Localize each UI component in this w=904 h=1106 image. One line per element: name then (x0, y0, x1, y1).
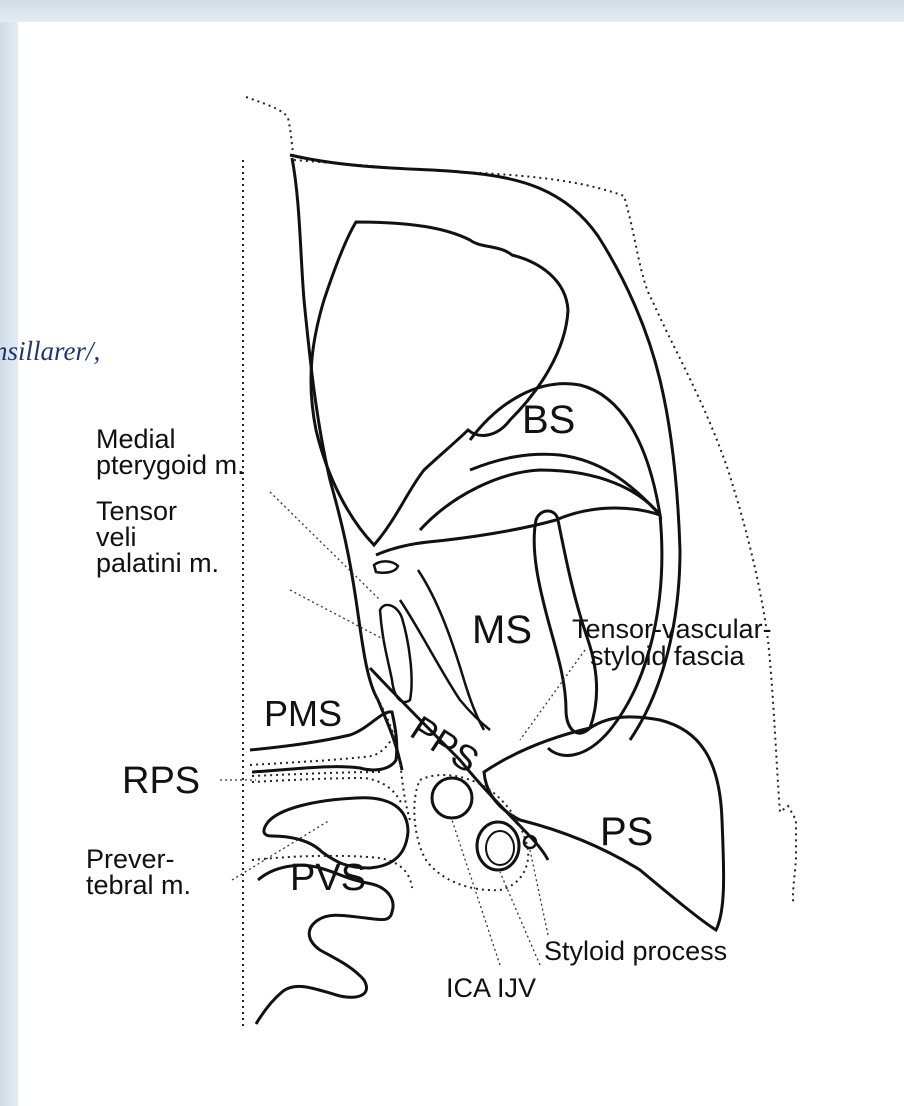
label-tvs-line2: styloid fascia (590, 641, 746, 671)
label-tvs-line1: Tensor-vascular- (572, 614, 772, 644)
label-rps: RPS (122, 760, 200, 802)
tensor-veli-palatini-muscle (380, 605, 412, 702)
label-pms: PMS (264, 693, 342, 734)
label-ps: PS (600, 810, 653, 854)
tensor-veli-palatini-outline (374, 561, 398, 572)
leader-styloid (530, 850, 548, 935)
label-prevertebral-line2: tebral m. (86, 870, 191, 900)
label-ica-ijv: ICA IJV (446, 973, 536, 1003)
label-pps: PPS (404, 707, 487, 781)
label-ms: MS (472, 608, 532, 652)
internal-jugular-vein-inner (486, 831, 514, 865)
buccal-lower-edge (420, 470, 660, 530)
internal-jugular-vein (477, 822, 519, 870)
leader-medial-pterygoid (270, 492, 380, 600)
leader-ijv (500, 872, 540, 965)
label-medial-line2: pterygoid m. (96, 450, 245, 480)
label-pvs: PVS (290, 857, 366, 899)
label-tensor-line3: palatini m. (96, 548, 219, 578)
leader-tensor-veli (290, 590, 385, 640)
internal-carotid-artery (432, 778, 472, 818)
leader-tvs-fascia (520, 650, 585, 740)
outer-fascia-dotted-contour (246, 97, 796, 905)
medial-pterygoid-outline (292, 158, 402, 770)
mandible-ramus-outline (311, 222, 568, 545)
label-bs: BS (522, 398, 575, 442)
label-styloid-process: Styloid process (544, 936, 727, 966)
